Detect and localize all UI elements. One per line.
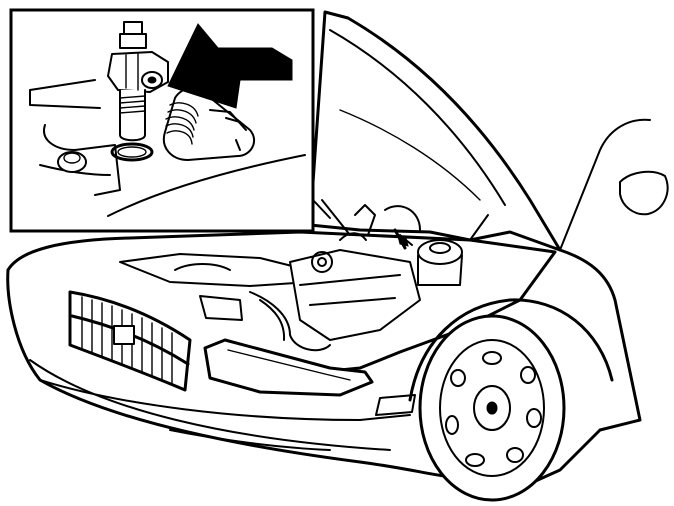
engine-bay bbox=[119, 204, 463, 352]
bumper-lower-line bbox=[29, 359, 391, 451]
headlight-inner bbox=[227, 349, 351, 381]
front-wheel bbox=[418, 314, 566, 502]
air-filter-box bbox=[289, 249, 421, 341]
inset-plug bbox=[57, 151, 87, 173]
car-body bbox=[6, 10, 669, 502]
open-hood bbox=[308, 10, 562, 252]
inset-ground-line bbox=[107, 154, 306, 217]
sensor-location-mark bbox=[393, 228, 409, 250]
hood-crease bbox=[339, 109, 481, 201]
wheel-arch bbox=[408, 298, 614, 402]
hood-prop bbox=[321, 199, 489, 241]
intake-hose bbox=[249, 291, 331, 352]
grille-emblem bbox=[113, 325, 135, 345]
o-ring bbox=[110, 142, 154, 162]
bumper-slot bbox=[169, 429, 331, 451]
fog-light bbox=[375, 394, 416, 416]
inset-hose bbox=[162, 87, 256, 161]
bumper-upper-line bbox=[39, 379, 411, 421]
wheel-vents bbox=[445, 351, 542, 467]
right-fender bbox=[518, 248, 642, 490]
front-bumper bbox=[6, 268, 472, 480]
hood-inner-edge bbox=[329, 29, 506, 206]
arrow-left-down bbox=[167, 23, 293, 109]
side-mirror bbox=[619, 170, 669, 216]
headlight bbox=[203, 338, 374, 397]
windshield-edge bbox=[559, 118, 651, 251]
engine-bay-rim bbox=[6, 230, 557, 374]
speed-sensor bbox=[107, 21, 169, 142]
inset-leader bbox=[312, 199, 331, 219]
detail-inset bbox=[9, 8, 315, 233]
inset-frame bbox=[9, 8, 315, 233]
inset-engine-block bbox=[29, 79, 121, 196]
